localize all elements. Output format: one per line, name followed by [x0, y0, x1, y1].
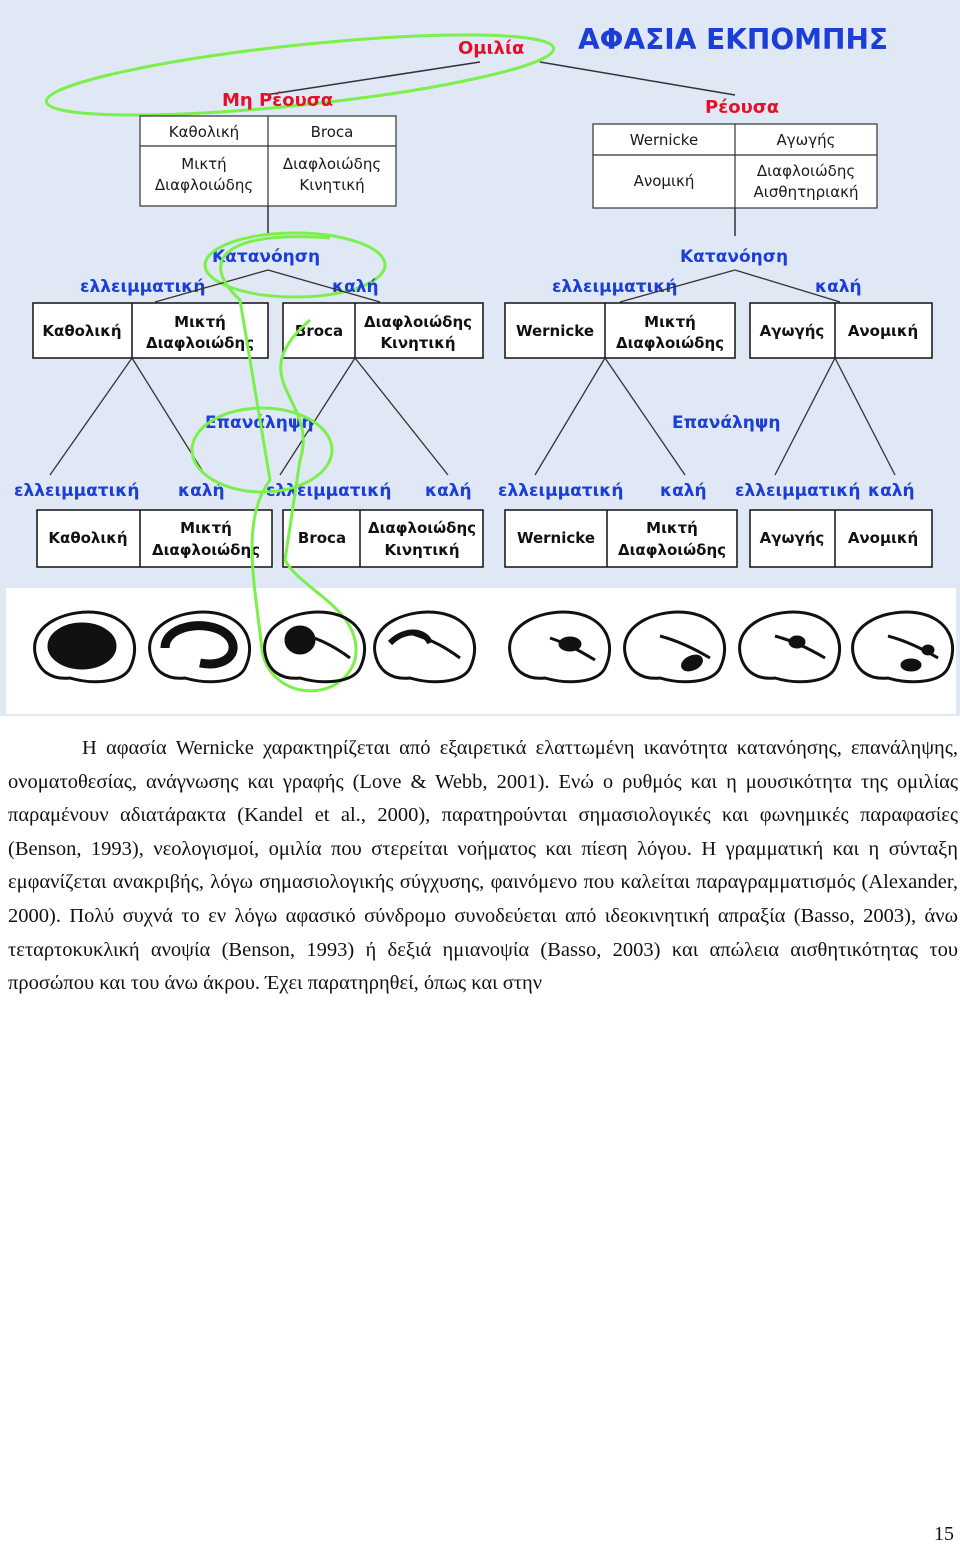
cell: Αγωγής	[777, 131, 836, 149]
root-label: Ομιλία	[458, 38, 524, 59]
figure-title: ΑΦΑΣΙΑ ΕΚΠΟΜΠΗΣ	[578, 23, 888, 56]
svg-text:Διαφλοιώδης: Διαφλοιώδης	[364, 313, 472, 331]
impaired-label: ελλειμματική	[80, 277, 205, 297]
cell: Ανομική	[848, 322, 918, 340]
page-number: 15	[934, 1523, 954, 1545]
svg-text:Κινητική: Κινητική	[380, 334, 455, 352]
cell: Αγωγής	[760, 529, 825, 547]
highlight-comprehension	[203, 231, 387, 299]
level3-box-4: Αγωγής Ανομική	[749, 509, 933, 568]
branch-left-label: Μη Ρέουσα	[222, 90, 333, 111]
level3-box-1: Καθολική Μικτή Διαφλοιώδης	[36, 509, 273, 568]
repetition-label-right: Επανάληψη	[672, 413, 780, 433]
svg-text:Διαφλοιώδης: Διαφλοιώδης	[152, 541, 260, 559]
good-label: καλή	[178, 481, 225, 501]
cell: Καθολική	[169, 123, 239, 141]
brain-icon	[373, 610, 476, 684]
svg-text:Διαφλοιώδης: Διαφλοιώδης	[616, 334, 724, 352]
cell: Wernicke	[517, 529, 595, 547]
branch-right-label: Ρέουσα	[705, 97, 779, 118]
brain-icon	[738, 610, 841, 684]
svg-text:Διαφλοιώδης: Διαφλοιώδης	[757, 162, 855, 180]
cell: Καθολική	[42, 322, 121, 340]
good-label: καλή	[425, 481, 472, 501]
svg-text:Διαφλοιώδης: Διαφλοιώδης	[618, 541, 726, 559]
impaired-label: ελλειμματική	[735, 481, 860, 501]
brain-icon	[33, 610, 136, 684]
svg-text:Μικτή: Μικτή	[174, 313, 226, 331]
cell: Broca	[298, 529, 346, 547]
impaired-label: ελλειμματική	[14, 481, 139, 501]
cell: Ανομική	[848, 529, 918, 547]
brain-icon	[851, 610, 954, 684]
good-label: καλή	[332, 277, 379, 297]
impaired-label: ελλειμματική	[552, 277, 677, 297]
svg-text:Μικτή: Μικτή	[181, 155, 226, 173]
cell: Wernicke	[630, 131, 698, 149]
top-table-left: Καθολική Broca Μικτή Διαφλοιώδης Διαφλοι…	[139, 115, 397, 207]
level2-box-3: Wernicke Μικτή Διαφλοιώδης	[504, 302, 736, 359]
svg-text:Διαφλοιώδης: Διαφλοιώδης	[155, 176, 253, 194]
paragraph-text: Η αφασία Wernicke χαρακτηρίζεται από εξα…	[8, 737, 958, 995]
cell: Wernicke	[516, 322, 594, 340]
highlight-repetition	[190, 406, 334, 494]
svg-text:Διαφλοιώδης: Διαφλοιώδης	[283, 155, 381, 173]
comprehension-label-right: Κατανόηση	[680, 247, 788, 267]
brain-icon	[508, 610, 611, 684]
cell: Αγωγής	[760, 322, 825, 340]
brain-icon	[623, 610, 726, 684]
level2-box-2: Broca Διαφλοιώδης Κινητική	[282, 302, 484, 359]
impaired-label: ελλειμματική	[498, 481, 623, 501]
brain-icons-row	[33, 610, 954, 684]
level3-box-3: Wernicke Μικτή Διαφλοιώδης	[504, 509, 738, 568]
level3-box-2: Broca Διαφλοιώδης Κινητική	[282, 509, 484, 568]
svg-text:Διαφλοιώδης: Διαφλοιώδης	[368, 519, 476, 537]
svg-text:Αισθητηριακή: Αισθητηριακή	[754, 183, 859, 201]
brain-icon	[263, 610, 366, 684]
cell: Broca	[295, 322, 343, 340]
brain-icon	[148, 610, 251, 684]
highlight-broca-path	[219, 235, 358, 693]
good-label: καλή	[868, 481, 915, 501]
svg-text:Μικτή: Μικτή	[644, 313, 696, 331]
aphasia-classification-figure: ΑΦΑΣΙΑ ΕΚΠΟΜΠΗΣ Ομιλία Μη Ρέουσα Ρέουσα …	[0, 0, 960, 716]
svg-text:Κινητική: Κινητική	[384, 541, 459, 559]
level2-box-4: Αγωγής Ανομική	[749, 302, 933, 359]
level2-box-1: Καθολική Μικτή Διαφλοιώδης	[32, 302, 269, 359]
cell: Broca	[311, 123, 354, 141]
cell: Ανομική	[634, 172, 695, 190]
good-label: καλή	[660, 481, 707, 501]
comprehension-label-left: Κατανόηση	[212, 247, 320, 267]
svg-text:Κινητική: Κινητική	[299, 176, 364, 194]
svg-text:Διαφλοιώδης: Διαφλοιώδης	[146, 334, 254, 352]
svg-text:Μικτή: Μικτή	[180, 519, 232, 537]
svg-text:Μικτή: Μικτή	[646, 519, 698, 537]
cell: Καθολική	[48, 529, 127, 547]
highlight-root	[44, 33, 556, 117]
good-label: καλή	[815, 277, 862, 297]
top-table-right: Wernicke Αγωγής Ανομική Διαφλοιώδης Αισθ…	[592, 123, 878, 209]
body-paragraph: Η αφασία Wernicke χαρακτηρίζεται από εξα…	[8, 732, 958, 1001]
